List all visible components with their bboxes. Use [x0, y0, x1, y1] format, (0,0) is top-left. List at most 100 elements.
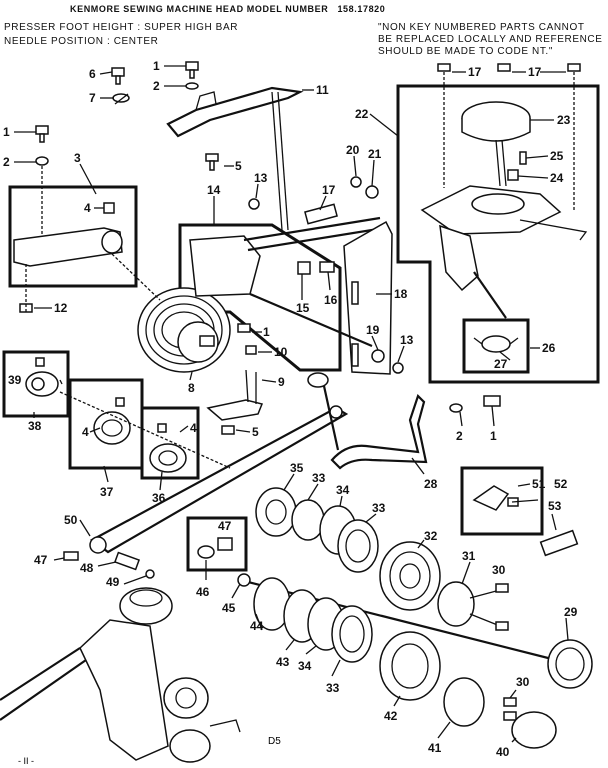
label-6: 6 [89, 67, 96, 81]
label-15: 15 [296, 301, 310, 315]
label-22: 22 [355, 107, 369, 121]
label-1-mid: 1 [263, 325, 270, 339]
label-37: 37 [100, 485, 114, 499]
screw-30-c [503, 697, 517, 707]
cam-36 [149, 443, 187, 473]
part-box-3 [8, 185, 138, 288]
label-17-a: 17 [468, 65, 482, 79]
clip-49 [145, 569, 155, 579]
label-14: 14 [207, 183, 221, 197]
non-key-note-2: BE REPLACED LOCALLY AND REFERENCE [378, 34, 603, 45]
label-44: 44 [250, 619, 264, 633]
label-27: 27 [494, 357, 508, 371]
label-43: 43 [276, 655, 290, 669]
label-30-b: 30 [516, 675, 530, 689]
screw-1-left [35, 125, 49, 135]
label-5-top: 5 [235, 159, 242, 173]
part-box-38 [2, 350, 70, 418]
knob-39-center [31, 377, 45, 391]
label-42: 42 [384, 709, 398, 723]
plate-18-slot-2 [351, 343, 359, 367]
washer-2-left [35, 156, 49, 166]
label-26: 26 [542, 341, 556, 355]
cam-22-disc [471, 193, 525, 215]
spacer-33-a [291, 499, 325, 541]
label-1-top: 1 [153, 59, 160, 73]
machine-head-wheel [169, 729, 211, 763]
plate-18-slot [351, 281, 359, 305]
screw-16 [319, 261, 335, 273]
title-text: KENMORE SEWING MACHINE HEAD MODEL NUMBER [70, 4, 329, 14]
screw-6-shank [115, 75, 121, 85]
label-23: 23 [557, 113, 571, 127]
plate-31 [437, 581, 475, 627]
label-41: 41 [428, 741, 442, 755]
bracket-9 [206, 399, 264, 421]
lever-28-pivot [307, 372, 329, 388]
label-47-box: 47 [218, 519, 232, 533]
knob-23-side [461, 118, 531, 142]
cap-29 [547, 639, 593, 689]
knob-53 [539, 529, 579, 557]
label-33-a: 33 [312, 471, 326, 485]
ring-33-b [337, 519, 379, 573]
spring-24 [507, 169, 519, 181]
part-27 [481, 335, 511, 353]
label-19: 19 [366, 323, 380, 337]
model-number: 158.17820 [337, 4, 386, 14]
label-1-left: 1 [3, 125, 10, 139]
plate-41 [443, 677, 485, 727]
screw-17-a [437, 63, 451, 72]
screw-15 [297, 261, 311, 275]
label-10: 10 [274, 345, 288, 359]
leader-lines [14, 65, 569, 743]
label-5-mid: 5 [252, 425, 259, 439]
arm-50-end [89, 536, 107, 554]
label-33-b: 33 [372, 501, 386, 515]
label-4-b: 4 [190, 421, 197, 435]
pin-25 [519, 151, 527, 165]
screw-6 [111, 67, 125, 77]
label-18: 18 [394, 287, 408, 301]
part-box-36 [140, 406, 200, 480]
housing-42 [379, 631, 441, 701]
label-38: 38 [28, 419, 42, 433]
label-45: 45 [222, 601, 236, 615]
label-32: 32 [424, 529, 438, 543]
label-3: 3 [74, 151, 81, 165]
label-50: 50 [64, 513, 78, 527]
label-29: 29 [564, 605, 578, 619]
lever-28 [330, 393, 428, 470]
arm-50-end-2 [329, 405, 343, 419]
screw-1-mid [237, 323, 251, 333]
washer-19 [371, 349, 385, 363]
screw-30-b [495, 621, 509, 631]
label-13-low: 13 [400, 333, 414, 347]
label-53: 53 [548, 499, 562, 513]
label-8: 8 [188, 381, 195, 395]
washer-21 [365, 185, 379, 199]
cam-37-screw [115, 397, 125, 407]
cam-37 [93, 411, 131, 445]
label-13-top: 13 [254, 171, 268, 185]
gear-35 [255, 487, 297, 537]
needle-position-note: NEEDLE POSITION : CENTER [4, 36, 159, 47]
machine-head [79, 619, 169, 761]
label-33-c: 33 [326, 681, 340, 695]
washer-13-top [248, 198, 260, 210]
label-17-b: 17 [528, 65, 542, 79]
screw-1-top [185, 61, 199, 71]
washer-45 [237, 573, 251, 587]
label-46: 46 [196, 585, 210, 599]
label-1-right: 1 [490, 429, 497, 443]
part-box-26 [462, 318, 530, 374]
part-box-52 [460, 466, 544, 536]
part-number-labels: 6 7 1 2 11 5 1 2 3 4 12 14 13 17 1 10 9 … [3, 59, 578, 759]
screw-47-box [217, 537, 233, 551]
screw-1-left-shank [39, 133, 45, 143]
label-11: 11 [316, 83, 329, 97]
screw-4-top [103, 202, 115, 214]
bracket-3-boss [101, 230, 123, 254]
presser-foot-note: PRESSER FOOT HEIGHT : SUPER HIGH BAR [4, 22, 239, 33]
